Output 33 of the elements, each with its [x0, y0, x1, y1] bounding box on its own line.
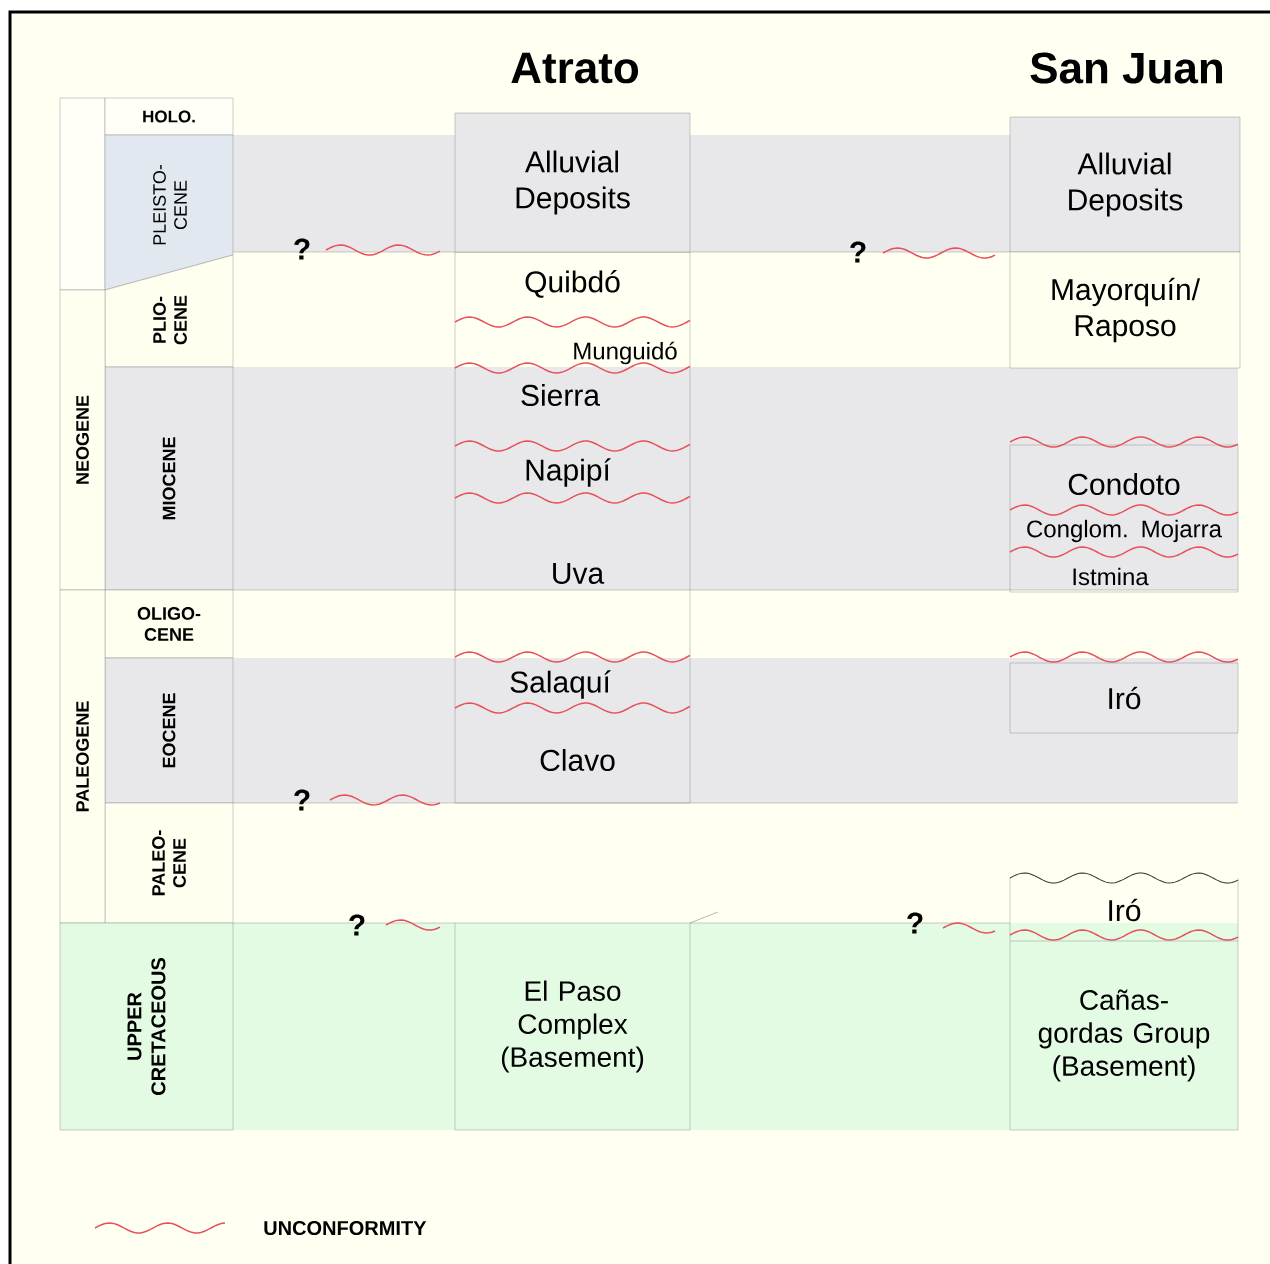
question-mark: ?: [349, 914, 365, 936]
epoch-box: EOCENE: [104, 657, 234, 804]
formation-label: Napipí: [526, 458, 611, 487]
epoch-box: PALEO- CENE: [104, 802, 234, 924]
formation-box: Mayorquín/ Raposo: [1009, 251, 1241, 369]
epoch-box: MIOCENE: [104, 366, 234, 591]
question-mark: ?: [294, 238, 310, 260]
question-mark: ?: [907, 912, 923, 934]
epoch-box: HOLO.: [104, 97, 234, 136]
formation-box: Cañas- gordas Group (Basement): [1009, 940, 1239, 1131]
formation-label: Istmina: [1073, 567, 1149, 586]
formation-box: Iró: [1009, 662, 1239, 734]
question-mark: ?: [850, 241, 866, 263]
formation-box: Alluvial Deposits: [454, 112, 691, 253]
formation-label: Clavo: [540, 749, 615, 771]
formation-label: Salaquí: [510, 670, 611, 699]
formation-box: Alluvial Deposits: [1009, 116, 1241, 253]
epoch-box: OLIGO- CENE: [104, 589, 234, 659]
epoch-box: PLIO- CENE: [104, 254, 234, 368]
question-mark: ?: [294, 789, 310, 811]
formation-label: Munguidó: [574, 341, 677, 365]
formation-box: El Paso Complex (Basement): [454, 922, 691, 1131]
epoch-box: PLEISTO- CENE: [104, 134, 234, 291]
period-box: NEOGENE: [59, 289, 106, 591]
formation-label: Uva: [553, 563, 605, 584]
formation-label: Quibdó: [525, 270, 620, 298]
formation-label: Sierra: [521, 384, 600, 406]
formation-label: Condoto: [1068, 473, 1180, 495]
formation-label: Conglom. Mojarra: [1027, 519, 1222, 543]
formation-label: Iró: [1109, 898, 1141, 922]
period-box: UPPER CRETACEOUS: [59, 922, 234, 1131]
period-box: PALEOGENE: [59, 589, 106, 924]
legend-label: UNCONFORMITY: [264, 1220, 427, 1236]
